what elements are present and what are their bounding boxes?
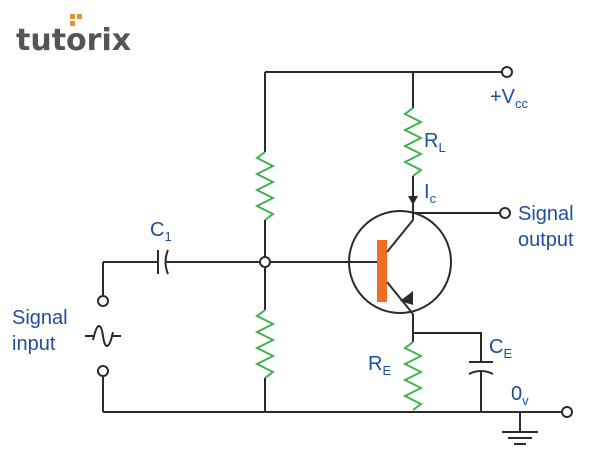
c1-plate-right xyxy=(164,249,169,275)
logo-text: tutorix xyxy=(16,23,131,58)
ground-symbol xyxy=(502,431,538,445)
ground-terminal xyxy=(561,406,573,418)
signal-input-label-line2: input xyxy=(12,333,56,355)
tutorix-logo: tutorix xyxy=(16,14,131,58)
transistor-collector-lead xyxy=(386,219,414,253)
logo-dot xyxy=(70,14,75,19)
signal-output-label-line2: output xyxy=(518,229,574,251)
transistor-emitter-lead xyxy=(386,281,414,315)
transistor-body xyxy=(348,210,452,314)
rl-label: RL xyxy=(424,130,446,155)
collector-current-arrow xyxy=(408,196,418,205)
transistor-base-bar xyxy=(377,240,387,302)
ac-source-symbol xyxy=(92,325,114,347)
ov-label: 0v xyxy=(511,383,529,408)
re-label: RE xyxy=(368,353,391,378)
signal-output-terminal xyxy=(499,207,511,219)
bias-resistor-top xyxy=(254,151,276,221)
emitter-arrow xyxy=(400,291,413,305)
ce-label: CE xyxy=(489,336,512,361)
input-terminal-top xyxy=(97,295,109,307)
input-terminal-bottom xyxy=(97,365,109,377)
c1-label: C1 xyxy=(150,219,172,244)
bias-resistor-bottom xyxy=(254,309,276,379)
ic-label: Ic xyxy=(424,181,437,206)
base-node xyxy=(259,256,271,268)
signal-output-label-line1: Signal xyxy=(518,203,574,225)
load-resistor-rl xyxy=(402,107,424,177)
vcc-label: +Vcc xyxy=(490,86,529,111)
signal-input-label-line1: Signal xyxy=(12,307,68,329)
vcc-terminal xyxy=(501,66,513,78)
emitter-resistor-re xyxy=(402,341,424,411)
